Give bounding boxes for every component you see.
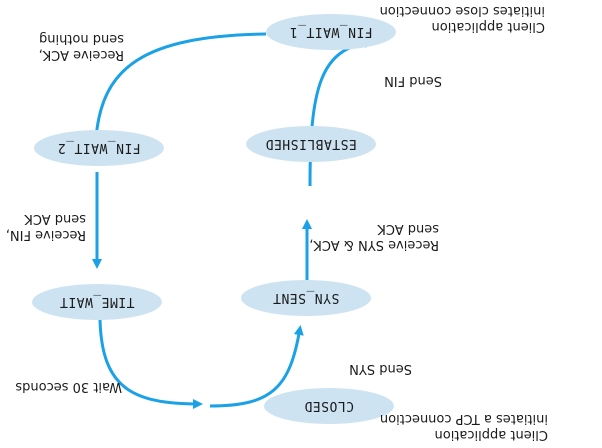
state-fin-wait-1-label: FIN_WAIT_1 [289,24,373,40]
label-syn-sent-to-established: Receive SYN & ACK, send ACK [309,220,439,252]
label-established-to-fin-wait-1-line1: Send FIN [384,73,442,88]
state-syn-sent-label: SYN_SENT [272,290,340,306]
state-fin-wait-2-label: FIN_WAIT_2 [57,140,141,156]
state-established: ESTABLISHED [246,126,376,162]
arrow-time-wait-to-closed [98,319,203,409]
label-fin-wait-1-top: Client application initiates close conne… [380,2,545,34]
state-time-wait-label: TIME_WAIT [59,294,135,310]
label-closed-to-syn-sent-line2: initiates a TCP connection [379,411,548,426]
label-fin-wait-1-to-fin-wait-2-line1: Receive ACK, [38,47,124,62]
arrow-established-to-fin-wait-1 [308,37,375,187]
state-closed-label: CLOSED [304,398,354,414]
state-closed: CLOSED [264,388,394,424]
state-fin-wait-2: FIN_WAIT_2 [34,130,164,166]
label-syn-sent-to-established-line1: Receive SYN & ACK, [309,237,439,252]
state-established-label: ESTABLISHED [265,136,357,152]
label-fin-wait-2-to-time-wait-line2: send ACK [24,211,86,226]
label-fin-wait-2-to-time-wait-line1: Receive FIN, [5,227,86,242]
label-fin-wait-1-to-fin-wait-2: Receive ACK, send nothing [39,30,124,62]
label-closed-to-syn-sent-line1: Client application [434,427,548,442]
label-time-wait-to-closed: Wait 30 seconds [15,378,122,394]
arrow-fin-wait-1-to-fin-wait-2 [91,32,267,141]
label-established-to-fin-wait-1: Send FIN [384,72,442,88]
label-fin-wait-1-top-line1: Client application [431,19,545,34]
label-time-wait-to-closed-line1: Wait 30 seconds [15,379,122,394]
state-fin-wait-1: FIN_WAIT_1 [266,14,396,50]
state-time-wait: TIME_WAIT [32,284,162,320]
label-closed-to-syn-sent-line3: Send SYN [349,361,412,376]
label-fin-wait-2-to-time-wait: Receive FIN, send ACK [6,210,86,242]
arrow-closed-to-syn-sent [209,325,304,408]
label-syn-sent-to-established-line2: send ACK [377,221,439,236]
label-fin-wait-1-to-fin-wait-2-line2: send nothing [38,31,124,46]
label-fin-wait-1-top-line2: initiates close connection [379,3,545,18]
state-syn-sent: SYN_SENT [241,280,371,316]
